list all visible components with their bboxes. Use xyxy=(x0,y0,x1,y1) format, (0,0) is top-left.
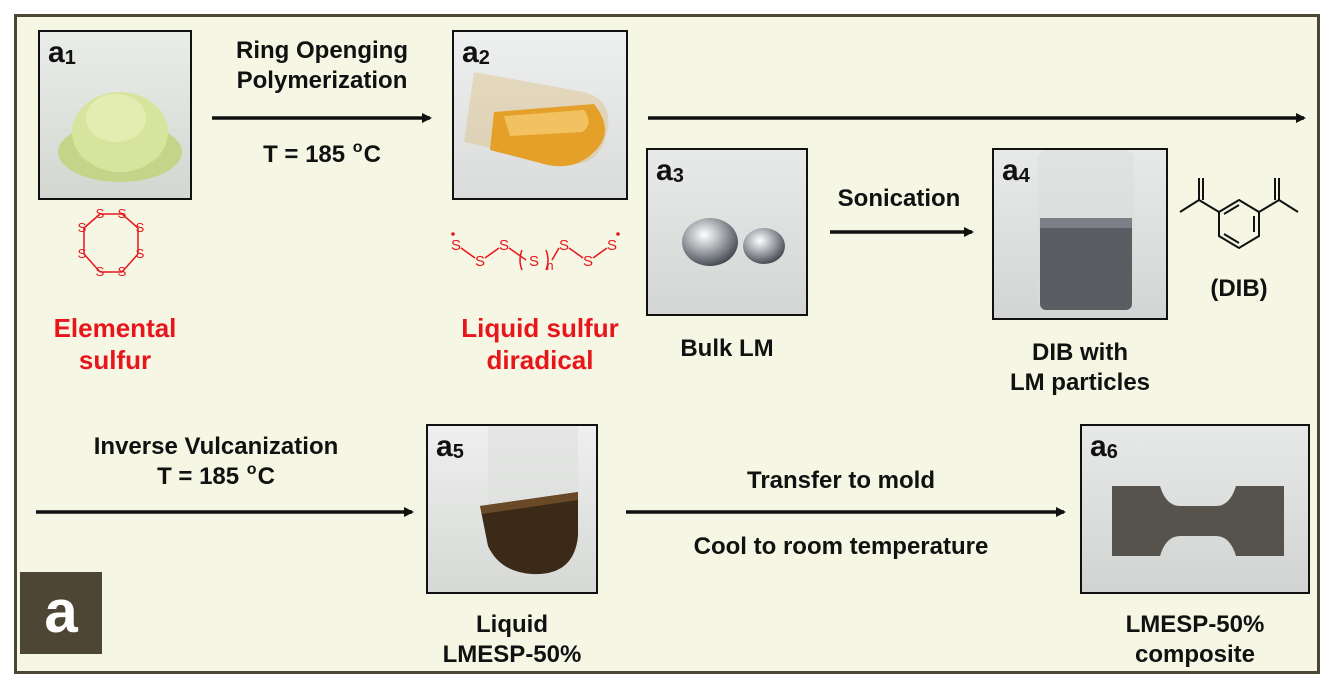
diradical-atom-1: S xyxy=(451,237,461,254)
sulfur-atom-2: S xyxy=(118,206,127,221)
label-dib: (DIB) xyxy=(1210,275,1268,302)
photo-liquid-lmesp: a5 xyxy=(426,424,598,594)
label-inverse-vulcanization: Inverse Vulcanization T = 185 oC xyxy=(93,433,339,490)
arrow-step1 xyxy=(212,113,432,123)
photo-lmesp-composite: a6 xyxy=(1080,424,1310,594)
panel-label-a6: a6 xyxy=(1090,430,1118,463)
photo-dib-lm-particles: a4 xyxy=(992,148,1168,320)
panel-label-a5: a5 xyxy=(436,430,464,463)
photo-liquid-sulfur: a2 xyxy=(452,30,628,200)
arrow-long-top xyxy=(648,113,1306,123)
vial-grey-dispersion-icon xyxy=(1038,150,1134,310)
sulfur-atom-6: S xyxy=(96,264,105,279)
label-sonication: Sonication xyxy=(837,185,961,212)
sulfur-atom-5: S xyxy=(118,264,127,279)
diradical-atom-5: S xyxy=(559,237,569,254)
test-tube-dark-icon xyxy=(480,426,578,576)
sulfur-ring-structure: S S S S S S S S xyxy=(78,206,145,279)
panel-label-a1: a1 xyxy=(48,36,76,69)
arrow-transfer-cool xyxy=(626,507,1066,517)
panel-label-a2: a2 xyxy=(462,36,490,69)
sulfur-atom-3: S xyxy=(136,220,145,235)
label-temperature-1: T = 185 oC xyxy=(263,139,381,168)
diradical-subscript: n xyxy=(546,258,553,273)
label-cool-to-room-temperature: Cool to room temperature xyxy=(693,533,989,560)
sulfur-atom-1: S xyxy=(96,206,105,221)
photo-bulk-lm: a3 xyxy=(646,148,808,316)
sulfur-powder-icon xyxy=(58,92,182,182)
diradical-atom-4: S xyxy=(529,253,539,270)
arrow-inverse-vulcanization xyxy=(36,507,414,517)
sulfur-diradical-structure: S S S S n S S S xyxy=(451,232,620,273)
label-lmesp-composite: LMESP-50%composite xyxy=(1125,611,1265,668)
photo-elemental-sulfur: a1 xyxy=(38,30,192,200)
diradical-atom-7: S xyxy=(607,237,617,254)
diradical-atom-3: S xyxy=(499,237,509,254)
sulfur-atom-8: S xyxy=(78,220,87,235)
label-bulk-lm: Bulk LM xyxy=(680,335,774,362)
panel-label-a4: a4 xyxy=(1002,154,1030,187)
test-tube-orange-icon xyxy=(464,72,609,167)
label-transfer-to-mold: Transfer to mold xyxy=(746,467,936,494)
liquid-metal-droplets-icon xyxy=(682,218,785,266)
panel-label-a3: a3 xyxy=(656,154,684,187)
sulfur-atom-4: S xyxy=(136,246,145,261)
diradical-atom-6: S xyxy=(583,253,593,270)
dogbone-specimen-icon xyxy=(1112,486,1284,556)
diradical-atom-2: S xyxy=(475,253,485,270)
dib-molecule-structure xyxy=(1179,178,1299,250)
panel-badge: a xyxy=(20,572,102,654)
arrow-sonication xyxy=(830,227,974,237)
sulfur-atom-7: S xyxy=(78,246,87,261)
